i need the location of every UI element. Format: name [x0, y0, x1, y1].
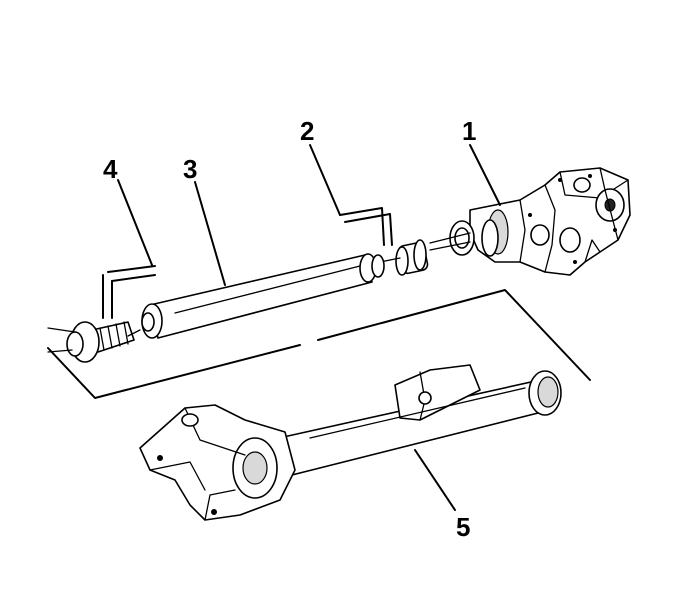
propeller-shaft-tube [141, 253, 385, 339]
callout-1: 1 [462, 116, 476, 146]
callout-5: 5 [456, 512, 470, 542]
slip-yoke [47, 321, 141, 363]
transfer-case [469, 167, 631, 276]
transfer-case-flange [429, 220, 475, 256]
rear-axle-assembly [139, 364, 562, 521]
leader-lines [117, 144, 501, 511]
detail-brackets [102, 207, 393, 319]
callout-3: 3 [183, 154, 197, 184]
reference-outline [47, 289, 591, 399]
universal-joint-front [379, 239, 429, 276]
callout-4: 4 [103, 154, 118, 184]
callout-2: 2 [300, 116, 314, 146]
